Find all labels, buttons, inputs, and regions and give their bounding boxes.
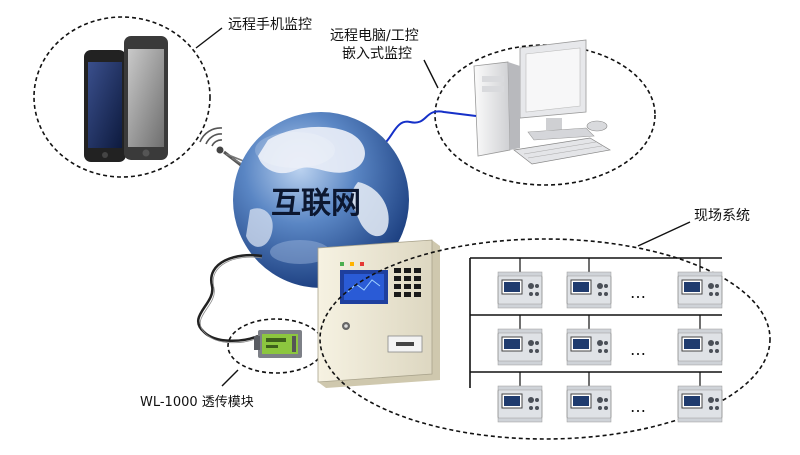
field-device-icon: [497, 385, 543, 423]
module-leader: [221, 369, 239, 387]
field-device-icon: [566, 271, 612, 309]
field-system-leader: [637, 221, 691, 247]
remote-phone-label: 远程手机监控: [228, 17, 312, 33]
remote-pc-label-line2: 嵌入式监控: [342, 46, 412, 62]
remote-pc-leader: [423, 59, 439, 89]
field-devices: … … …: [497, 258, 723, 423]
module-cable: [196, 253, 263, 342]
remote-phone-ellipse: [33, 16, 211, 178]
field-device-icon: [497, 271, 543, 309]
smartphone-icon: [84, 36, 168, 162]
field-device-icon: [566, 328, 612, 366]
field-device-icon: [677, 328, 723, 366]
field-bus-lines: [469, 257, 722, 388]
desktop-computer-icon: [473, 39, 611, 165]
field-system-label: 现场系统: [694, 208, 750, 224]
globe-icon: [233, 112, 409, 288]
device-ellipsis: …: [630, 397, 648, 416]
device-ellipsis: …: [630, 283, 648, 302]
field-device-icon: [677, 385, 723, 423]
control-cabinet-icon: [317, 239, 440, 388]
remote-phone-leader: [195, 27, 223, 49]
device-ellipsis: …: [630, 340, 648, 359]
internet-label: 互联网: [271, 186, 361, 221]
remote-pc-label-line1: 远程电脑/工控: [330, 28, 419, 44]
field-device-icon: [566, 385, 612, 423]
field-device-icon: [497, 328, 543, 366]
module-label: WL-1000 透传模块: [140, 395, 254, 410]
transmission-module-icon: [254, 330, 302, 358]
field-device-icon: [677, 271, 723, 309]
field-system-ellipse: [319, 238, 771, 440]
